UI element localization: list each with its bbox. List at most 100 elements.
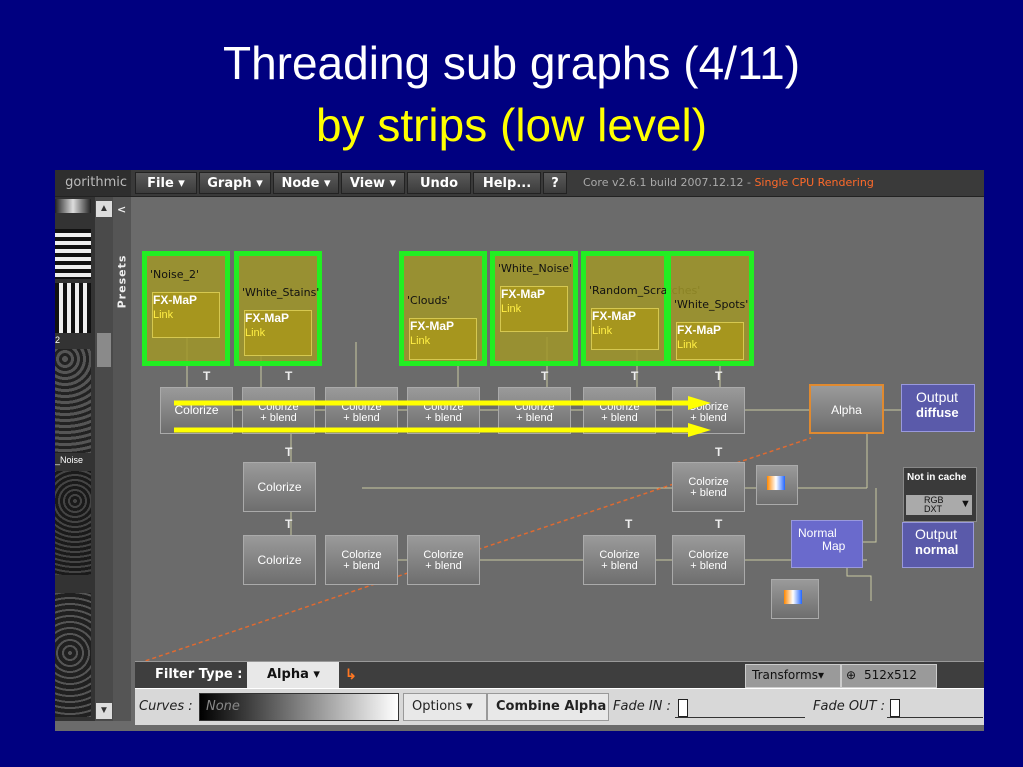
thread-marker: T (715, 445, 723, 459)
fx-node-name: 'White_Noise' (498, 262, 573, 275)
colorize-blend-node[interactable]: Colorize+ blend (325, 535, 398, 585)
menu-about[interactable]: ? (543, 172, 567, 194)
fx-node-name: 'White_Spots' (674, 298, 749, 311)
link-label: Link (677, 339, 698, 351)
thumbnail-6[interactable] (55, 593, 91, 717)
alpha-node[interactable]: Alpha (809, 384, 884, 434)
curves-label: Curves : (139, 699, 193, 714)
presets-label: Presets (115, 254, 129, 309)
thumbnail-2[interactable] (55, 229, 91, 279)
thumbnail-4[interactable] (55, 349, 91, 453)
app-window: gorithmic File ▾ Graph ▾ Node ▾ View ▾ U… (55, 170, 984, 731)
node-sublabel: + blend (516, 412, 553, 424)
thumbnail-label-2: _Noise (55, 455, 84, 465)
fade-out-label: Fade OUT : (813, 699, 886, 714)
menu-graph[interactable]: Graph ▾ (199, 172, 271, 194)
format-dxt: DXT (924, 504, 942, 514)
bitmap-preview-node[interactable] (756, 465, 798, 505)
scroll-up-icon[interactable]: ▲ (96, 201, 112, 217)
thread-marker: T (203, 369, 211, 383)
fade-in-slider[interactable] (675, 697, 805, 718)
thread-marker: T (285, 445, 293, 459)
filter-type-select[interactable]: Alpha ▾ (247, 662, 339, 688)
node-sublabel: + blend (343, 560, 380, 572)
resolution-field[interactable]: ⊕ 512x512 (841, 664, 937, 688)
colorize-node[interactable]: Colorize (243, 462, 316, 512)
format-select[interactable]: RGB DXT ▼ (906, 495, 972, 515)
menu-bar: gorithmic File ▾ Graph ▾ Node ▾ View ▾ U… (55, 170, 984, 197)
thumbnail-scrollbar[interactable]: ▲ ▼ (95, 197, 113, 721)
cache-widget[interactable]: Not in cache RGB DXT ▼ (903, 467, 977, 522)
menu-file[interactable]: File ▾ (135, 172, 197, 194)
curves-value: None (206, 699, 240, 714)
bitmap-preview-node[interactable] (771, 579, 819, 619)
thread-marker: T (715, 369, 723, 383)
swap-icon[interactable]: ↳ (345, 666, 357, 682)
colorize-blend-node[interactable]: Colorize+ blend (672, 535, 745, 585)
collapse-icon[interactable]: < (117, 203, 127, 216)
scroll-thumb[interactable] (97, 333, 111, 367)
thumbnail-panel: 2 _Noise (55, 197, 95, 721)
colorize-node[interactable]: Colorize (160, 387, 233, 434)
filter-type-label: Filter Type : (155, 667, 243, 682)
menu-view[interactable]: View ▾ (341, 172, 405, 194)
fx-node-name: 'Clouds' (407, 294, 451, 307)
node-label: Colorize (341, 401, 382, 413)
fade-in-label: Fade IN : (613, 699, 671, 714)
link-label: Link (410, 335, 431, 347)
combine-alpha-button[interactable]: Combine Alpha (487, 693, 609, 721)
colorize-blend-node[interactable]: Colorize+ blend (407, 387, 480, 434)
link-label: Link (153, 309, 174, 321)
fade-out-handle[interactable] (890, 699, 900, 717)
colorize-blend-node[interactable]: Colorize+ blend (325, 387, 398, 434)
colorize-blend-node[interactable]: Colorize+ blend (242, 387, 315, 434)
resolution-value: 512x512 (864, 668, 917, 682)
node-label: Normal (798, 526, 837, 540)
menu-help[interactable]: Help... (473, 172, 541, 194)
presets-tab[interactable]: < Presets (113, 197, 131, 721)
node-sublabel: + blend (601, 560, 638, 572)
fade-in-handle[interactable] (678, 699, 688, 717)
output-sub: diffuse (916, 405, 959, 420)
options-menu[interactable]: Options ▾ (403, 693, 487, 721)
thumbnail-1[interactable] (55, 199, 91, 213)
node-label: Colorize (423, 549, 464, 561)
colorize-blend-node[interactable]: Colorize+ blend (672, 387, 745, 434)
scroll-down-icon[interactable]: ▼ (96, 703, 112, 719)
curves-gradient[interactable]: None (199, 693, 399, 721)
colorize-blend-node[interactable]: Colorize+ blend (583, 387, 656, 434)
thumbnail-5[interactable] (55, 471, 91, 575)
colorize-blend-node[interactable]: Colorize+ blend (498, 387, 571, 434)
node-label: Colorize (257, 553, 302, 567)
menu-node[interactable]: Node ▾ (273, 172, 339, 194)
colorize-node[interactable]: Colorize (243, 535, 316, 585)
colorize-blend-node[interactable]: Colorize+ blend (407, 535, 480, 585)
colorize-blend-node[interactable]: Colorize+ blend (583, 535, 656, 585)
transforms-label: Transforms▾ (752, 668, 824, 682)
thread-strip-arrows (174, 396, 711, 437)
node-sublabel: + blend (690, 560, 727, 572)
filter-bar: Filter Type : Alpha ▾ ↳ Transforms▾ ⊕ 51… (135, 661, 984, 688)
transforms-menu[interactable]: Transforms▾ (745, 664, 841, 688)
thumbnail-3[interactable] (55, 283, 91, 333)
menu-undo[interactable]: Undo (407, 172, 471, 194)
node-sublabel: + blend (343, 412, 380, 424)
node-label: Colorize (174, 403, 219, 417)
colorize-blend-node[interactable]: Colorize+ blend (672, 462, 745, 512)
fade-out-slider[interactable] (887, 697, 983, 718)
